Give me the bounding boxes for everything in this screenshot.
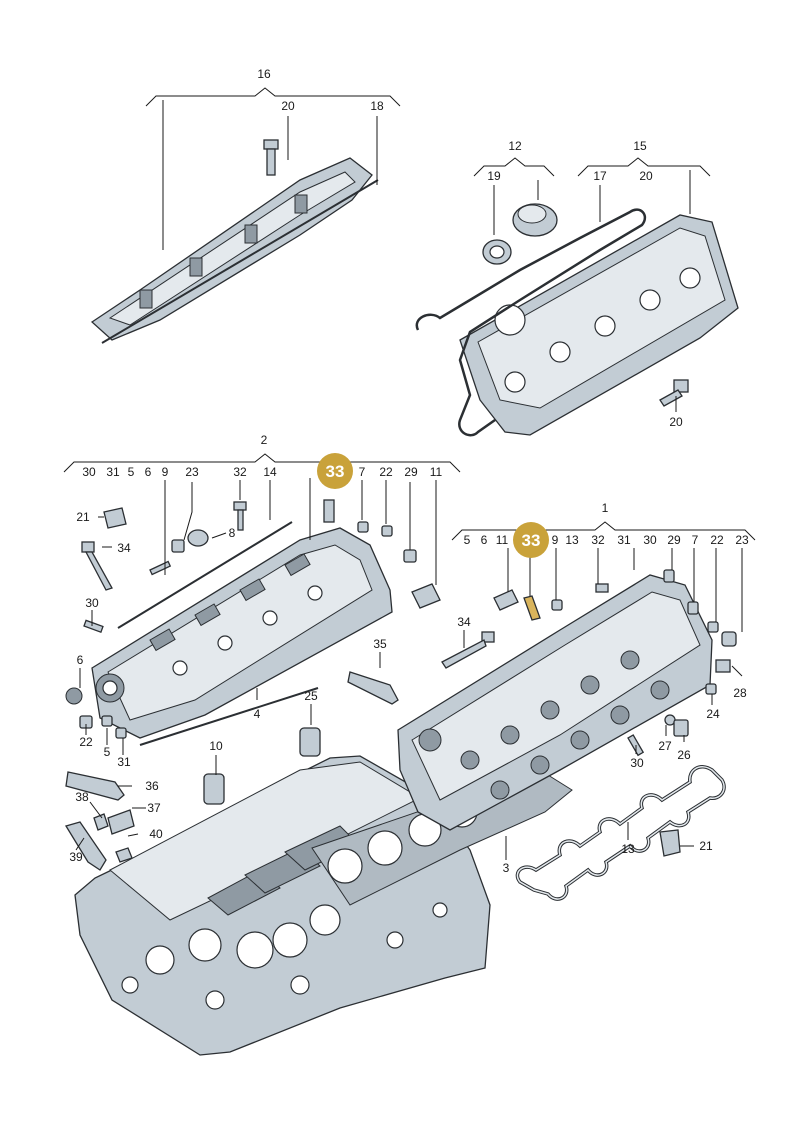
seal-ring[interactable]: [482, 239, 512, 265]
callout-34[interactable]: 34: [457, 615, 471, 629]
callout-40[interactable]: 40: [149, 827, 163, 841]
callout-32[interactable]: 32: [233, 465, 247, 479]
callout-26[interactable]: 26: [677, 748, 691, 762]
sealant-tube-35[interactable]: [347, 671, 399, 705]
callout-11[interactable]: 11: [496, 533, 509, 547]
oil-filler-cap[interactable]: [512, 203, 558, 237]
bracket-37[interactable]: [107, 809, 135, 835]
bolt-20-right[interactable]: [659, 379, 689, 407]
plug-6[interactable]: [65, 687, 83, 705]
callout-21[interactable]: 21: [76, 510, 90, 524]
callout-17[interactable]: 17: [593, 169, 607, 183]
callout-29[interactable]: 29: [404, 465, 418, 479]
callout-15[interactable]: 15: [633, 139, 647, 153]
valve-cover-right[interactable]: [415, 208, 739, 437]
callout-25[interactable]: 25: [304, 689, 318, 703]
callout-16[interactable]: 16: [257, 67, 271, 81]
callout-12[interactable]: 12: [508, 139, 522, 153]
dowel-pin-33-left[interactable]: [323, 499, 335, 523]
bolt-20-top[interactable]: [263, 139, 279, 176]
callout-35[interactable]: 35: [373, 637, 387, 651]
highlight-badge-right[interactable]: 33: [513, 522, 549, 558]
callout-24[interactable]: 24: [706, 707, 720, 721]
callout-34[interactable]: 34: [117, 541, 131, 555]
callout-37[interactable]: 37: [147, 801, 161, 815]
small-parts-misc[interactable]: [79, 501, 737, 863]
callout-29[interactable]: 29: [667, 533, 681, 547]
highlight-label: 33: [326, 462, 345, 481]
callout-8[interactable]: 8: [229, 526, 236, 540]
sensor-10[interactable]: [203, 773, 225, 805]
callout-10[interactable]: 10: [209, 739, 223, 753]
sensor-25[interactable]: [299, 727, 321, 757]
leader-lines: [63, 87, 756, 860]
callout-3[interactable]: 3: [503, 861, 510, 875]
dowel-pin-33-right[interactable]: [523, 595, 541, 621]
callout-5[interactable]: 5: [464, 533, 471, 547]
callout-6[interactable]: 6: [481, 533, 488, 547]
sealant-tube-36[interactable]: [65, 771, 125, 801]
callout-9[interactable]: 9: [162, 465, 169, 479]
callout-14[interactable]: 14: [263, 465, 277, 479]
callout-23[interactable]: 23: [735, 533, 749, 547]
callout-6[interactable]: 6: [145, 465, 152, 479]
callout-2[interactable]: 2: [261, 433, 268, 447]
callout-20[interactable]: 20: [639, 169, 653, 183]
callout-5[interactable]: 5: [128, 465, 135, 479]
callout-30[interactable]: 30: [82, 465, 96, 479]
bracket-21-top[interactable]: [103, 507, 127, 529]
callout-9[interactable]: 9: [552, 533, 559, 547]
long-bolt-34-left[interactable]: [81, 541, 113, 591]
cylinder-head-left[interactable]: [91, 527, 393, 739]
callout-22[interactable]: 22: [79, 735, 93, 749]
callout-30[interactable]: 30: [630, 756, 644, 770]
callout-18[interactable]: 18: [370, 99, 384, 113]
callout-7[interactable]: 7: [359, 465, 366, 479]
callout-4[interactable]: 4: [254, 707, 261, 721]
bracket-21-bottom[interactable]: [659, 829, 681, 857]
callout-5[interactable]: 5: [104, 745, 111, 759]
highlight-label: 33: [522, 531, 541, 550]
callout-1[interactable]: 1: [602, 501, 609, 515]
callout-22[interactable]: 22: [710, 533, 724, 547]
callout-38[interactable]: 38: [75, 790, 89, 804]
callout-30[interactable]: 30: [643, 533, 657, 547]
callout-20[interactable]: 20: [669, 415, 683, 429]
callout-21[interactable]: 21: [699, 839, 713, 853]
callout-labels: 16 20 18 12 15 19 17 20 20 2 30 31 5 6 9…: [69, 67, 749, 875]
callout-11[interactable]: 11: [430, 465, 443, 479]
callout-27[interactable]: 27: [658, 739, 672, 753]
callout-13[interactable]: 13: [621, 842, 635, 856]
callout-6[interactable]: 6: [77, 653, 84, 667]
callout-31[interactable]: 31: [117, 755, 131, 769]
callout-13[interactable]: 13: [565, 533, 579, 547]
callout-23[interactable]: 23: [185, 465, 199, 479]
callout-32[interactable]: 32: [591, 533, 605, 547]
callout-20[interactable]: 20: [281, 99, 295, 113]
callout-39[interactable]: 39: [69, 850, 83, 864]
bracket-39[interactable]: [64, 821, 107, 871]
highlight-badge-left[interactable]: 33: [317, 453, 353, 489]
callout-7[interactable]: 7: [692, 533, 699, 547]
callout-31[interactable]: 31: [106, 465, 120, 479]
valve-cover-left[interactable]: [90, 157, 379, 344]
callout-22[interactable]: 22: [379, 465, 393, 479]
callout-36[interactable]: 36: [145, 779, 159, 793]
callout-19[interactable]: 19: [487, 169, 501, 183]
callout-30[interactable]: 30: [85, 596, 99, 610]
long-bolt-34-right[interactable]: [441, 631, 495, 669]
callout-31[interactable]: 31: [617, 533, 631, 547]
callout-28[interactable]: 28: [733, 686, 747, 700]
intake-gasket[interactable]: [515, 765, 726, 901]
